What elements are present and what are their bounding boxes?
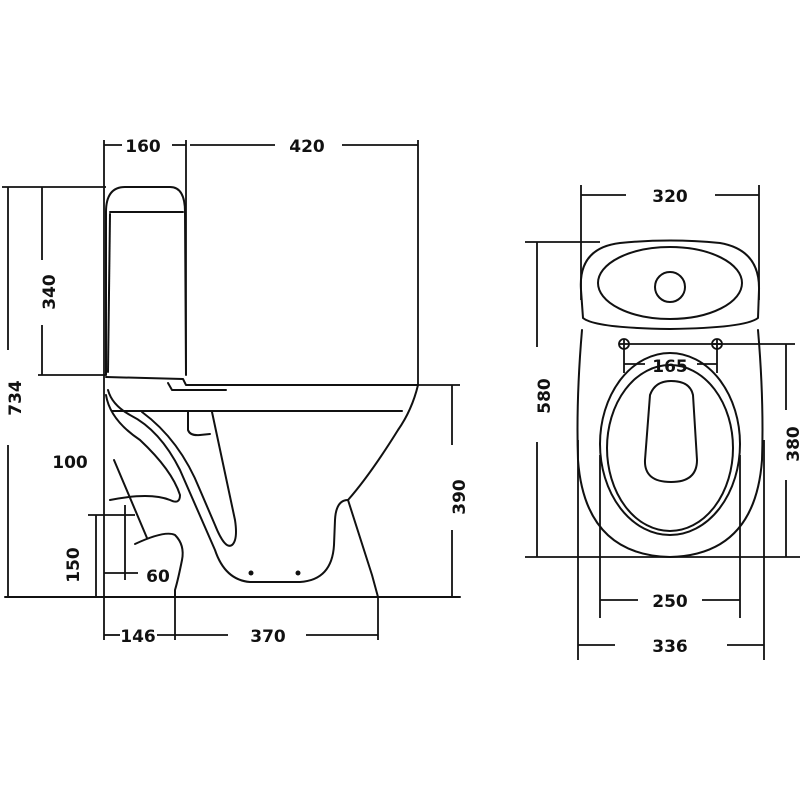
dim-label-370: 370 xyxy=(250,627,286,647)
dim-label-390: 390 xyxy=(450,479,470,515)
foot-inner xyxy=(107,389,349,583)
trapway-hook xyxy=(187,411,211,437)
dim-label-340: 340 xyxy=(40,274,60,310)
trapway-outer xyxy=(141,411,237,547)
bowl-opening xyxy=(643,380,698,483)
dim-label-580: 580 xyxy=(535,378,555,414)
tank-top-outline xyxy=(579,239,761,330)
dim-label-100: 100 xyxy=(52,453,88,473)
dim-label-250: 250 xyxy=(652,592,688,612)
seat-inner xyxy=(606,364,734,532)
bowl-right-side xyxy=(347,384,419,501)
tank-inner-left xyxy=(107,213,111,373)
dim-label-146: 146 xyxy=(120,627,156,647)
hinge-left-icon xyxy=(618,338,630,350)
dim-label-420: 420 xyxy=(289,137,325,157)
flush-button-icon xyxy=(654,271,686,303)
dim-label-60: 60 xyxy=(146,567,170,587)
dim-label-165: 165 xyxy=(652,357,688,377)
tank-lid-ellipse xyxy=(597,246,743,320)
dim-label-320: 320 xyxy=(652,187,688,207)
dim-label-150: 150 xyxy=(64,547,84,583)
dim-label-160: 160 xyxy=(125,137,161,157)
outlet-pipe xyxy=(105,394,181,503)
top-view: 165 320 580 380 250 336 xyxy=(525,185,800,660)
tank-outline xyxy=(105,186,187,376)
outlet-axis xyxy=(113,459,148,539)
bolt-hole xyxy=(295,570,301,576)
side-view: 160 420 734 340 100 150 60 390 146 370 xyxy=(2,137,470,647)
bowl-rim xyxy=(105,376,419,386)
tank-base xyxy=(167,382,227,391)
bolt-hole xyxy=(248,570,254,576)
dim-label-380: 380 xyxy=(784,426,800,462)
seat-outer xyxy=(599,352,741,536)
outlet-lower xyxy=(134,532,184,598)
dim-label-734: 734 xyxy=(6,380,26,416)
dim-label-336: 336 xyxy=(652,637,688,657)
foot-right xyxy=(347,499,379,598)
